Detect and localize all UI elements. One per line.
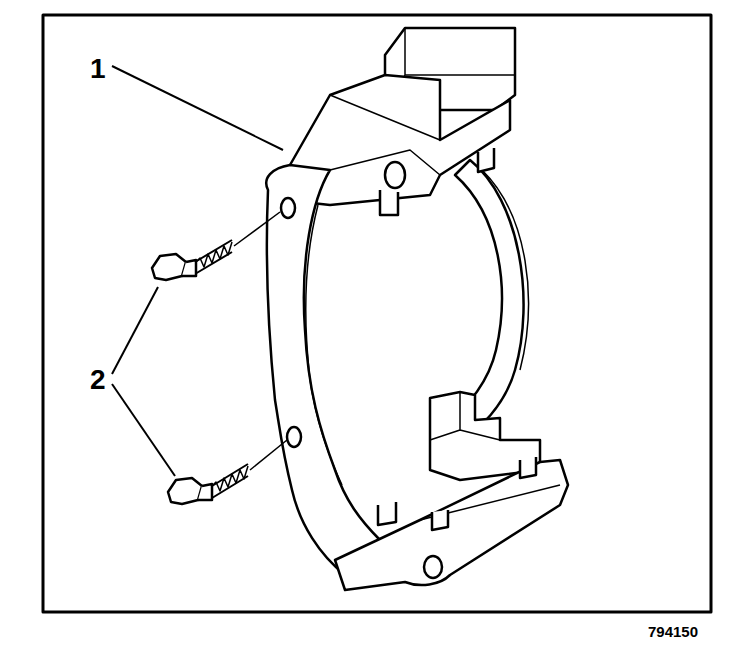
callout-number: 1 <box>90 55 106 83</box>
callout-number: 2 <box>90 366 106 394</box>
figure-code: 794150 <box>648 624 698 639</box>
